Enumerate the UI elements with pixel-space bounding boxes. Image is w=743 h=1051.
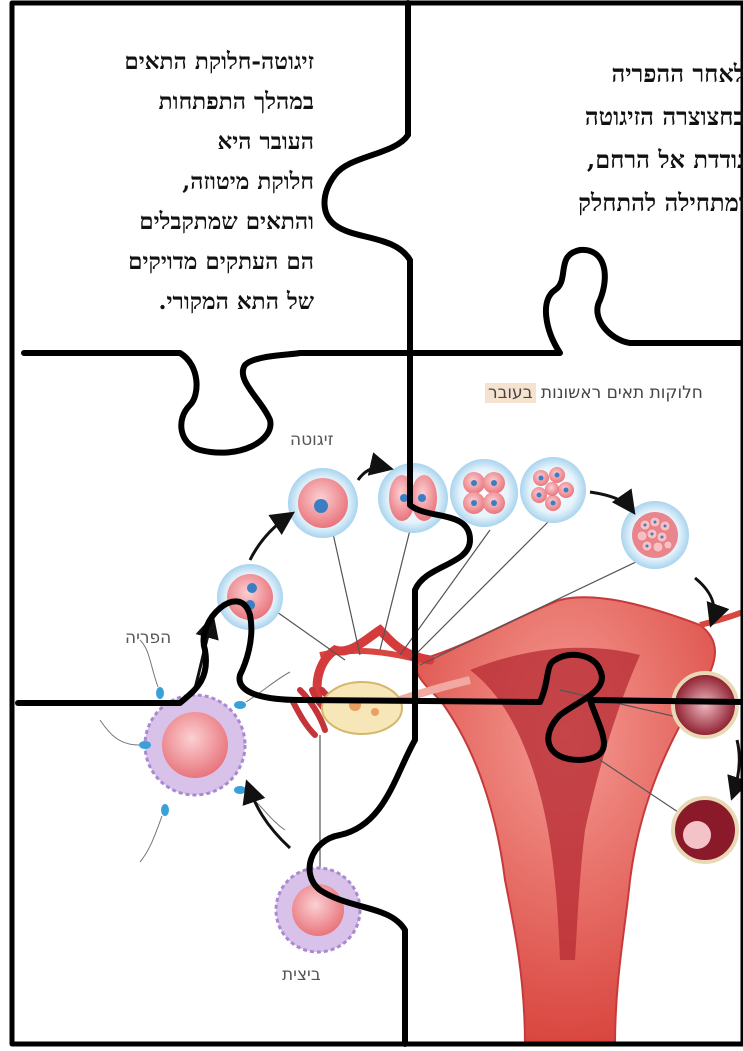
egg-cell	[276, 868, 360, 952]
text-line: זיגוטה-חלוקת התאים	[30, 42, 314, 82]
header-text: חלוקות תאים ראשונות	[536, 383, 703, 403]
zygote-cell	[288, 468, 358, 538]
text-line: נודדת אל הרחם,	[463, 138, 743, 181]
four-cell-stage	[450, 459, 518, 527]
text-line: של התא המקורי.	[30, 282, 314, 322]
puzzle-text-mitosis: זיגוטה-חלוקת התאים במהלך התפתחות העובר ה…	[30, 42, 314, 322]
puzzle-text-migration: לאחר ההפריה בחצוצרה הזיגוטה נודדת אל הרח…	[463, 52, 743, 224]
text-line: העובר היא	[30, 122, 314, 162]
morula	[621, 501, 689, 569]
fertilization-egg	[100, 640, 290, 862]
text-line: והתאים שמתקבלים	[30, 202, 314, 242]
text-line: במהלך התפתחות	[30, 82, 314, 122]
text-line: חלוקת מיטוזה,	[30, 162, 314, 202]
eight-cell-stage	[520, 457, 586, 523]
egg-label: ביצית	[282, 965, 321, 985]
text-line: הם העתקים מדויקים	[30, 242, 314, 282]
fertilization-label: הפריה	[125, 628, 171, 648]
text-line: ומתחילה להתחלק	[463, 181, 743, 224]
text-line: בחצוצרה הזיגוטה	[463, 95, 743, 138]
zygote-label: זיגוטה	[290, 430, 333, 450]
header-highlight: בעובר	[485, 383, 536, 403]
text-line: לאחר ההפריה	[463, 52, 743, 95]
diagram-header: חלוקות תאים ראשונות בעובר	[485, 383, 703, 403]
